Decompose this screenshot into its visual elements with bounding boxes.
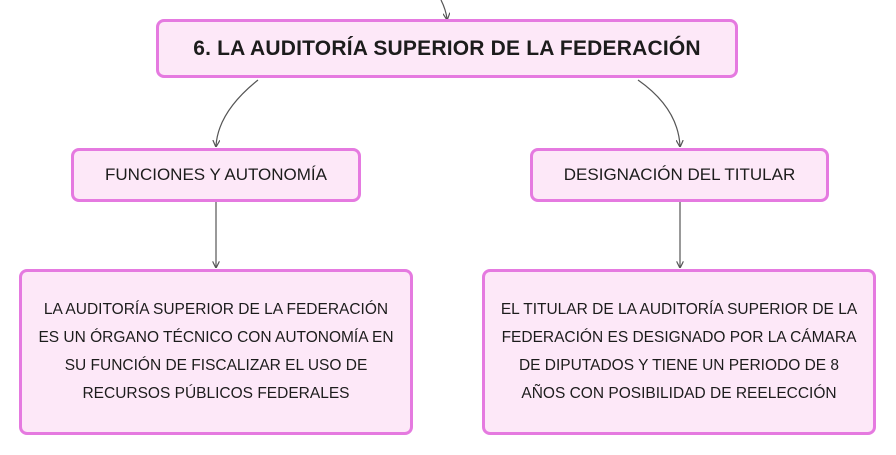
detail-text-designacion: EL TITULAR DE LA AUDITORÍA SUPERIOR DE L… (500, 301, 858, 402)
branch-node-designacion[interactable]: DESIGNACIÓN DEL TITULAR (530, 148, 829, 202)
root-topic-label: 6. LA AUDITORÍA SUPERIOR DE LA FEDERACIÓ… (193, 36, 701, 60)
branch-label-designacion: DESIGNACIÓN DEL TITULAR (563, 165, 796, 184)
connector-parent-to-root (440, 0, 447, 19)
root-topic-node[interactable]: 6. LA AUDITORÍA SUPERIOR DE LA FEDERACIÓ… (156, 19, 738, 78)
detail-node-designacion[interactable]: EL TITULAR DE LA AUDITORÍA SUPERIOR DE L… (482, 269, 876, 435)
connector-root-to-funciones (216, 79, 259, 146)
detail-text-funciones: LA AUDITORÍA SUPERIOR DE LA FEDERACIÓN E… (38, 301, 394, 402)
branch-label-funciones: FUNCIONES Y AUTONOMÍA (105, 165, 327, 184)
connector-root-to-designacion (637, 79, 680, 146)
detail-node-funciones[interactable]: LA AUDITORÍA SUPERIOR DE LA FEDERACIÓN E… (19, 269, 413, 435)
branch-node-funciones[interactable]: FUNCIONES Y AUTONOMÍA (71, 148, 361, 202)
